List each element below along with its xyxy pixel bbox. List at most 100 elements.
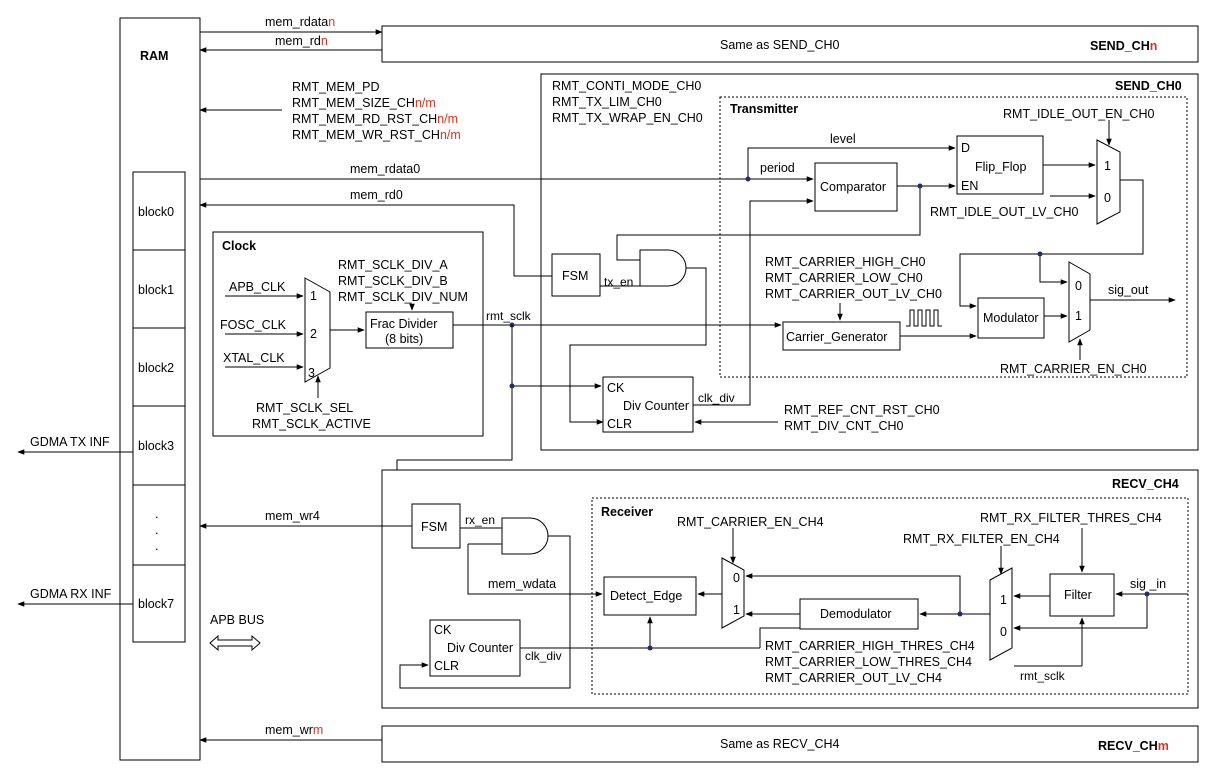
rmt-sclk-label: rmt_sclk [486, 309, 532, 323]
reg-div-cnt: RMT_DIV_CNT_CH0 [784, 419, 904, 433]
reg-tx-wrap-en: RMT_TX_WRAP_EN_CH0 [552, 111, 703, 125]
apb-bus: APB BUS [209, 613, 264, 652]
apb-clk: APB_CLK [229, 280, 286, 294]
level-label: level [830, 132, 856, 146]
reg-sclk-div-b: RMT_SCLK_DIV_B [338, 274, 448, 288]
block7: block7 [138, 597, 174, 611]
clk-mux-3: 3 [308, 366, 315, 380]
mux2-in1: 1 [1075, 309, 1082, 323]
mem-rdatan-label: mem_rdatan [265, 15, 335, 29]
send-chn: Same as SEND_CH0 SEND_CHn mem_rdatan mem… [199, 15, 1199, 63]
mem-wdata-label: mem_wdata [488, 577, 556, 591]
reg-carrier-high: RMT_CARRIER_HIGH_CH0 [765, 255, 925, 269]
modulator: Modulator [983, 311, 1039, 325]
gdma-rx-label: GDMA RX INF [30, 587, 112, 601]
mem-rdata0-label: mem_rdata0 [350, 162, 420, 176]
tx-clk-div-label: clk_div [698, 391, 735, 405]
recv-chm: Same as RECV_CH4 RECV_CHm mem_wrm [199, 723, 1199, 763]
sig-in-label: sig _in [1130, 577, 1166, 591]
recv-ch4-title: RECV_CH4 [1112, 477, 1179, 491]
clock-title: Clock [222, 239, 256, 253]
flip-flop: Flip_Flop [975, 160, 1026, 174]
ram-dot: . [155, 523, 158, 537]
mem-regs: RMT_MEM_PD RMT_MEM_SIZE_CHn/m RMT_MEM_RD… [199, 80, 461, 142]
reg-sclk-div-num: RMT_SCLK_DIV_NUM [338, 290, 468, 304]
receiver-title: Receiver [601, 505, 653, 519]
recv-chm-desc: Same as RECV_CH4 [720, 737, 840, 751]
tx-fsm: FSM [562, 269, 588, 283]
reg-sclk-sel: RMT_SCLK_SEL [256, 401, 353, 415]
reg-carrier-en-ch0: RMT_CARRIER_EN_CH0 [1000, 362, 1147, 376]
mux3-in0: 0 [733, 571, 740, 585]
mux3-in1: 1 [733, 603, 740, 617]
fosc-clk: FOSC_CLK [220, 318, 287, 332]
reg-sclk-active: RMT_SCLK_ACTIVE [252, 417, 371, 431]
detect-edge: Detect_Edge [610, 589, 682, 603]
clk-mux-1: 1 [310, 289, 317, 303]
reg-rx-filter-thres: RMT_RX_FILTER_THRES_CH4 [980, 511, 1162, 525]
reg-mem-pd: RMT_MEM_PD [292, 80, 380, 94]
ram-title: RAM [140, 49, 168, 63]
reg-idle-out-en: RMT_IDLE_OUT_EN_CH0 [1003, 107, 1154, 121]
gdma-tx-label: GDMA TX INF [30, 435, 110, 449]
block3: block3 [138, 439, 174, 453]
block2: block2 [138, 361, 174, 375]
block1: block1 [138, 283, 174, 297]
transmitter-title: Transmitter [730, 102, 798, 116]
period-label: period [760, 161, 795, 175]
tx-div-ck: CK [607, 381, 625, 395]
mem-wr4-label: mem_wr4 [265, 509, 320, 523]
mux2-in0: 0 [1075, 279, 1082, 293]
block0: block0 [138, 205, 174, 219]
mem-rdn-label: mem_rdn [275, 34, 328, 48]
reg-mem-rd-rst: RMT_MEM_RD_RST_CHn/m [292, 112, 458, 126]
reg-mem-wr-rst: RMT_MEM_WR_RST_CHn/m [292, 128, 461, 142]
rx-fsm: FSM [421, 520, 447, 534]
ff-d: D [961, 141, 970, 155]
frac-divider: Frac Divider [370, 317, 437, 331]
reg-carrier-low-thres: RMT_CARRIER_LOW_THRES_CH4 [765, 655, 972, 669]
mux1-in1: 1 [1104, 159, 1111, 173]
apb-bus-label: APB BUS [210, 613, 264, 627]
comparator: Comparator [820, 180, 886, 194]
carrier-generator: Carrier_Generator [786, 330, 887, 344]
send-ch0: SEND_CH0 RMT_CONTI_MODE_CH0 RMT_TX_LIM_C… [199, 73, 1199, 451]
rx-en-label: rx_en [465, 513, 495, 527]
rx-div-ck: CK [434, 623, 452, 637]
xtal-clk: XTAL_CLK [223, 351, 285, 365]
reg-carrier-en-ch4: RMT_CARRIER_EN_CH4 [677, 515, 824, 529]
ff-en: EN [961, 179, 978, 193]
reg-tx-lim: RMT_TX_LIM_CH0 [552, 95, 662, 109]
tx-en-label: tx_en [604, 275, 633, 289]
reg-carrier-out-lv-ch4: RMT_CARRIER_OUT_LV_CH4 [765, 671, 942, 685]
tx-div-counter: Div Counter [623, 399, 689, 413]
mux4-in0: 0 [1000, 625, 1007, 639]
clock: Clock APB_CLK FOSC_CLK XTAL_CLK 1 2 3 RM… [212, 231, 782, 657]
reg-idle-out-lv: RMT_IDLE_OUT_LV_CH0 [930, 205, 1078, 219]
mux4-in1: 1 [1000, 593, 1007, 607]
reg-carrier-out-lv: RMT_CARRIER_OUT_LV_CH0 [765, 287, 942, 301]
rx-div-clr: CLR [434, 659, 459, 673]
reg-carrier-high-thres: RMT_CARRIER_HIGH_THRES_CH4 [765, 639, 975, 653]
filter: Filter [1064, 588, 1092, 602]
mem-wrm-label: mem_wrm [265, 723, 323, 737]
ram: RAM block0 block1 block2 block3 . . . bl… [119, 17, 201, 761]
mux1-in0: 0 [1104, 191, 1111, 205]
ram-dot: . [155, 539, 158, 553]
tx-div-clr: CLR [607, 417, 632, 431]
rx-clk-div-label: clk_div [525, 649, 562, 663]
recv-ch4: RECV_CH4 Receiver mem_wr4 FSM rx_en mem_… [199, 469, 1199, 709]
mem-rd0-label: mem_rd0 [350, 188, 403, 202]
reg-mem-size: RMT_MEM_SIZE_CHn/m [292, 96, 436, 110]
recv-chm-title: RECV_CHm [1098, 739, 1169, 753]
reg-conti-mode: RMT_CONTI_MODE_CH0 [552, 79, 701, 93]
gdma-tx: GDMA TX INF [17, 435, 133, 455]
clk-mux-2: 2 [310, 327, 317, 341]
send-ch0-title: SEND_CH0 [1115, 79, 1182, 93]
demodulator: Demodulator [820, 607, 892, 621]
sig-out-label: sig_out [1108, 283, 1149, 297]
gdma-rx: GDMA RX INF [17, 587, 133, 607]
send-chn-title: SEND_CHn [1090, 39, 1157, 53]
reg-ref-cnt-rst: RMT_REF_CNT_RST_CH0 [784, 403, 940, 417]
